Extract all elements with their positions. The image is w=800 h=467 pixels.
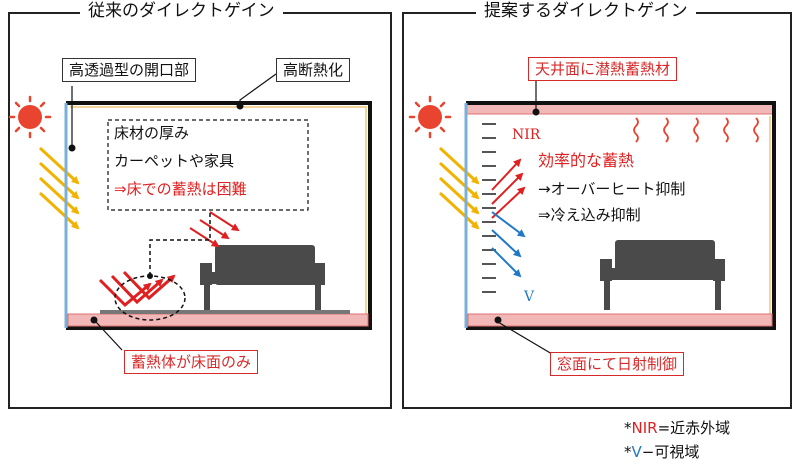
sunlight-rays-right [438,146,480,230]
footnote-nir: *NIR=近赤外域 [624,418,730,438]
label-v: V [524,289,535,305]
label-high-transmittance-opening: 高透過型の開口部 [62,58,197,82]
label-cooling-suppression: ⇒冷え込み抑制 [538,206,641,224]
nir-arrows [491,158,526,219]
carpet-left [100,310,350,314]
visible-arrows [491,211,526,278]
room-walls-right [466,101,776,330]
sofa-icon-right [600,240,725,310]
footnote-nir-star: * [624,419,632,437]
leader-lines-left [71,73,277,351]
floor-problem-box [107,119,309,211]
left-panel-title: 従来のダイレクトゲイン [80,1,283,21]
room-walls-left [66,101,372,330]
footnote-v-star: * [624,443,632,461]
floor-right [467,313,773,327]
label-overheat-suppression: →オーバーヒート抑制 [538,180,686,198]
label-efficient-storage: 効率的な蓄熱 [538,151,635,170]
box-line-floor-thickness: 床材の厚み [114,124,190,142]
label-ceiling-pcm: 天井面に潜熱蓄熱材 [528,57,678,81]
sofa-icon-left [200,245,325,310]
footnote-v: *V−可視域 [624,442,699,462]
footnote-v-desc: −可視域 [641,443,700,461]
floor-absorption-arrows-left [98,270,176,308]
ceiling-pcm-layer [465,103,775,115]
footnote-nir-desc: =近赤外域 [657,419,731,437]
footnote-v-abbr: V [631,443,642,461]
box-line-floor-storage-difficult: ⇒床での蓄熱は困難 [114,180,247,198]
label-nir: NIR [512,127,541,143]
sun-icon-right [408,95,452,139]
floor-thermal-mass-left [67,313,369,327]
ellipse-connector [149,212,211,276]
footnote-nir-abbr: NIR [631,419,658,437]
label-high-insulation: 高断熱化 [276,58,351,82]
leader-lines-right [497,80,553,355]
sunlight-rays-left [38,146,80,230]
heat-waves [633,117,759,143]
box-line-carpet-furniture: カーペットや家具 [114,152,235,170]
window-louvers [482,123,496,293]
insulation-layer-left [70,106,367,324]
label-window-solar-control: 窓面にて日射制御 [550,352,685,376]
sun-icon-left [8,95,52,139]
blocked-rays-left [189,211,240,248]
right-panel-title: 提案するダイレクトゲイン [476,1,696,21]
label-thermal-mass-floor-only: 蓄熱体が床面のみ [124,350,259,374]
